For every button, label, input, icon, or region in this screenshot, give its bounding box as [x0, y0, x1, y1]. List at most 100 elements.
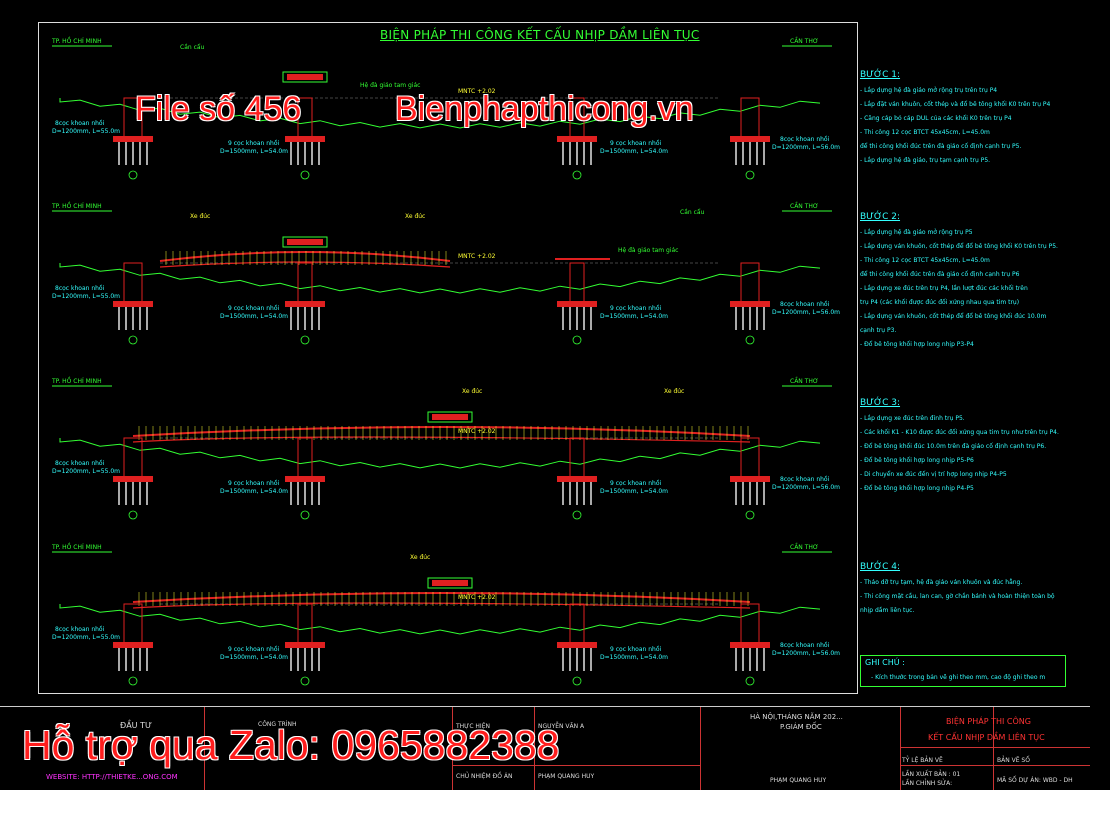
axis-marker — [128, 676, 138, 686]
pile-cap — [730, 476, 770, 482]
pile-label: 9 cọc khoan nhồi — [610, 305, 662, 312]
axis-marker — [128, 170, 138, 180]
pier — [569, 262, 585, 304]
pile-cap — [557, 642, 597, 648]
pile-cap — [730, 642, 770, 648]
pile-spec: D=1200mm, L=55.0m — [52, 468, 120, 475]
step-line: - Thi công 12 cọc BTCT 45x45cm, L=45.0m — [860, 257, 990, 264]
step-line: - Lắp dựng xe đúc trên trụ P4, lần lượt … — [860, 285, 1028, 292]
bridge-soffit — [159, 261, 451, 268]
form-traveller — [427, 577, 473, 589]
scale-label: TỶ LỆ BẢN VẼ — [902, 757, 943, 764]
website-label: WEBSITE: HTTP://THIETKE...ONG.COM — [46, 773, 178, 781]
crane-label: Cần cẩu — [680, 209, 705, 216]
axis-marker — [300, 676, 310, 686]
direction-right: CẦN THƠ — [790, 544, 819, 551]
ground-line — [59, 438, 821, 469]
axis-marker — [572, 676, 582, 686]
step-line: nhịp dầm liên tục. — [860, 607, 915, 614]
step-line: - Đổ bê tông khối hợp long nhịp P3-P4 — [860, 341, 974, 348]
support-overlay: Hỗ trợ qua Zalo: 0965882388 — [22, 722, 560, 768]
title-block: ĐẦU TƯ CÔNG TRÌNH THỰC HIỆN NGUYỄN VĂN A… — [0, 706, 1090, 791]
scaffold-label: Hệ đà giáo tam giác — [618, 247, 679, 254]
form-traveller-body — [287, 239, 323, 245]
pile-cap — [730, 136, 770, 142]
pier — [297, 262, 313, 304]
pile-label: 8cọc khoan nhồi — [780, 476, 830, 483]
step-line: trụ P4 (các khối được đúc đối xứng nhau … — [860, 299, 1020, 306]
step-line: - Đổ bê tông khối đúc 10.0m trên đà giáo… — [860, 443, 1047, 450]
pile-cap — [113, 642, 153, 648]
pile-cap — [285, 476, 325, 482]
bridge-deck — [132, 426, 751, 437]
ground-line — [59, 98, 821, 129]
water-level-label: MNTC +2.02 — [458, 428, 496, 435]
pier — [740, 603, 760, 645]
pile-cap — [557, 476, 597, 482]
step-line: để thi công khối đúc trên đà giáo cố địn… — [860, 271, 1020, 278]
pile-label: 9 cọc khoan nhồi — [610, 140, 662, 147]
axis-marker — [745, 170, 755, 180]
bridge-deck — [132, 592, 751, 603]
pile-spec: D=1200mm, L=56.0m — [772, 144, 840, 151]
ground-line — [59, 604, 821, 635]
axis-marker — [300, 170, 310, 180]
director-name: PHẠM QUANG HUY — [770, 777, 827, 784]
sheet-title: BIỆN PHÁP THI CÔNG KẾT CẤU NHỊP DẦM LIÊN… — [380, 28, 700, 42]
pier — [123, 262, 143, 304]
step-line: để thi công khối đúc trên đà giáo cố địn… — [860, 143, 1022, 150]
pile-cap — [285, 642, 325, 648]
chief-name: PHẠM QUANG HUY — [538, 773, 595, 780]
pile-label: 9 cọc khoan nhồi — [610, 480, 662, 487]
form-traveller — [282, 236, 328, 248]
pile-label: 9 cọc khoan nhồi — [228, 480, 280, 487]
direction-left: TP. HỒ CHÍ MINH — [52, 38, 102, 45]
direction-right: CẦN THƠ — [790, 203, 819, 210]
axis-marker — [300, 510, 310, 520]
traveller-label: Xe đúc — [410, 554, 431, 561]
pile-cap — [285, 136, 325, 142]
pier — [297, 437, 313, 479]
pile-spec: D=1500mm, L=54.0m — [600, 148, 668, 155]
axis-marker — [128, 510, 138, 520]
pile-spec: D=1200mm, L=56.0m — [772, 484, 840, 491]
notes-box: GHI CHÚ : - Kích thước trong bản vẽ ghi … — [860, 655, 1066, 687]
pile-label: 8cọc khoan nhồi — [780, 642, 830, 649]
step-line: - Lắp dựng ván khuôn, cốt thép để đổ bê … — [860, 313, 1047, 320]
pile-spec: D=1500mm, L=54.0m — [220, 313, 288, 320]
step-heading: BƯỚC 2: — [860, 212, 901, 222]
project-label: CÔNG TRÌNH — [258, 721, 297, 728]
axis-marker — [745, 335, 755, 345]
direction-left: TP. HỒ CHÍ MINH — [52, 203, 102, 210]
step-line: - Căng cáp bó cáp DUL của các khối K0 tr… — [860, 115, 1012, 122]
step-line: - Đổ bê tông khối hợp long nhịp P4-P5 — [860, 485, 974, 492]
form-traveller-body — [287, 74, 323, 80]
water-level-label: MNTC +2.02 — [458, 253, 496, 260]
pile-spec: D=1500mm, L=54.0m — [220, 148, 288, 155]
scaffold-label: Hệ đà giáo tam giác — [360, 82, 421, 89]
pier — [740, 97, 760, 139]
notes-line: - Kích thước trong bản vẽ ghi theo mm, c… — [871, 674, 1046, 681]
axis-marker — [572, 510, 582, 520]
form-traveller-body — [432, 580, 468, 586]
step-heading: BƯỚC 3: — [860, 398, 901, 408]
step-line: - Lắp dựng hệ đà giáo mở rộng trụ P5 — [860, 229, 973, 236]
step-line: - Thi công mặt cầu, lan can, gờ chắn bán… — [860, 593, 1055, 600]
pile-spec: D=1500mm, L=54.0m — [600, 488, 668, 495]
direction-right: CẦN THƠ — [790, 38, 819, 45]
pile-label: 8cọc khoan nhồi — [55, 285, 105, 292]
direction-right: CẦN THƠ — [790, 378, 819, 385]
pile-cap — [113, 476, 153, 482]
water-level-label: MNTC +2.02 — [458, 88, 496, 95]
pile-cap — [557, 301, 597, 307]
revision-label: LẦN CHỈNH SỬA: — [902, 780, 953, 787]
water-level-label: MNTC +2.02 — [458, 594, 496, 601]
site-overlay: Bienphapthicong.vn — [395, 90, 694, 128]
pile-spec: D=1500mm, L=54.0m — [600, 313, 668, 320]
direction-left: TP. HỒ CHÍ MINH — [52, 544, 102, 551]
owner-label: ĐẦU TƯ — [120, 721, 152, 730]
drawing-frame — [38, 22, 858, 694]
step-line: - Đổ bê tông khối hợp long nhịp P5-P6 — [860, 457, 974, 464]
pile-cap — [285, 301, 325, 307]
drawing-title-1: BIỆN PHÁP THI CÔNG — [946, 717, 1031, 726]
